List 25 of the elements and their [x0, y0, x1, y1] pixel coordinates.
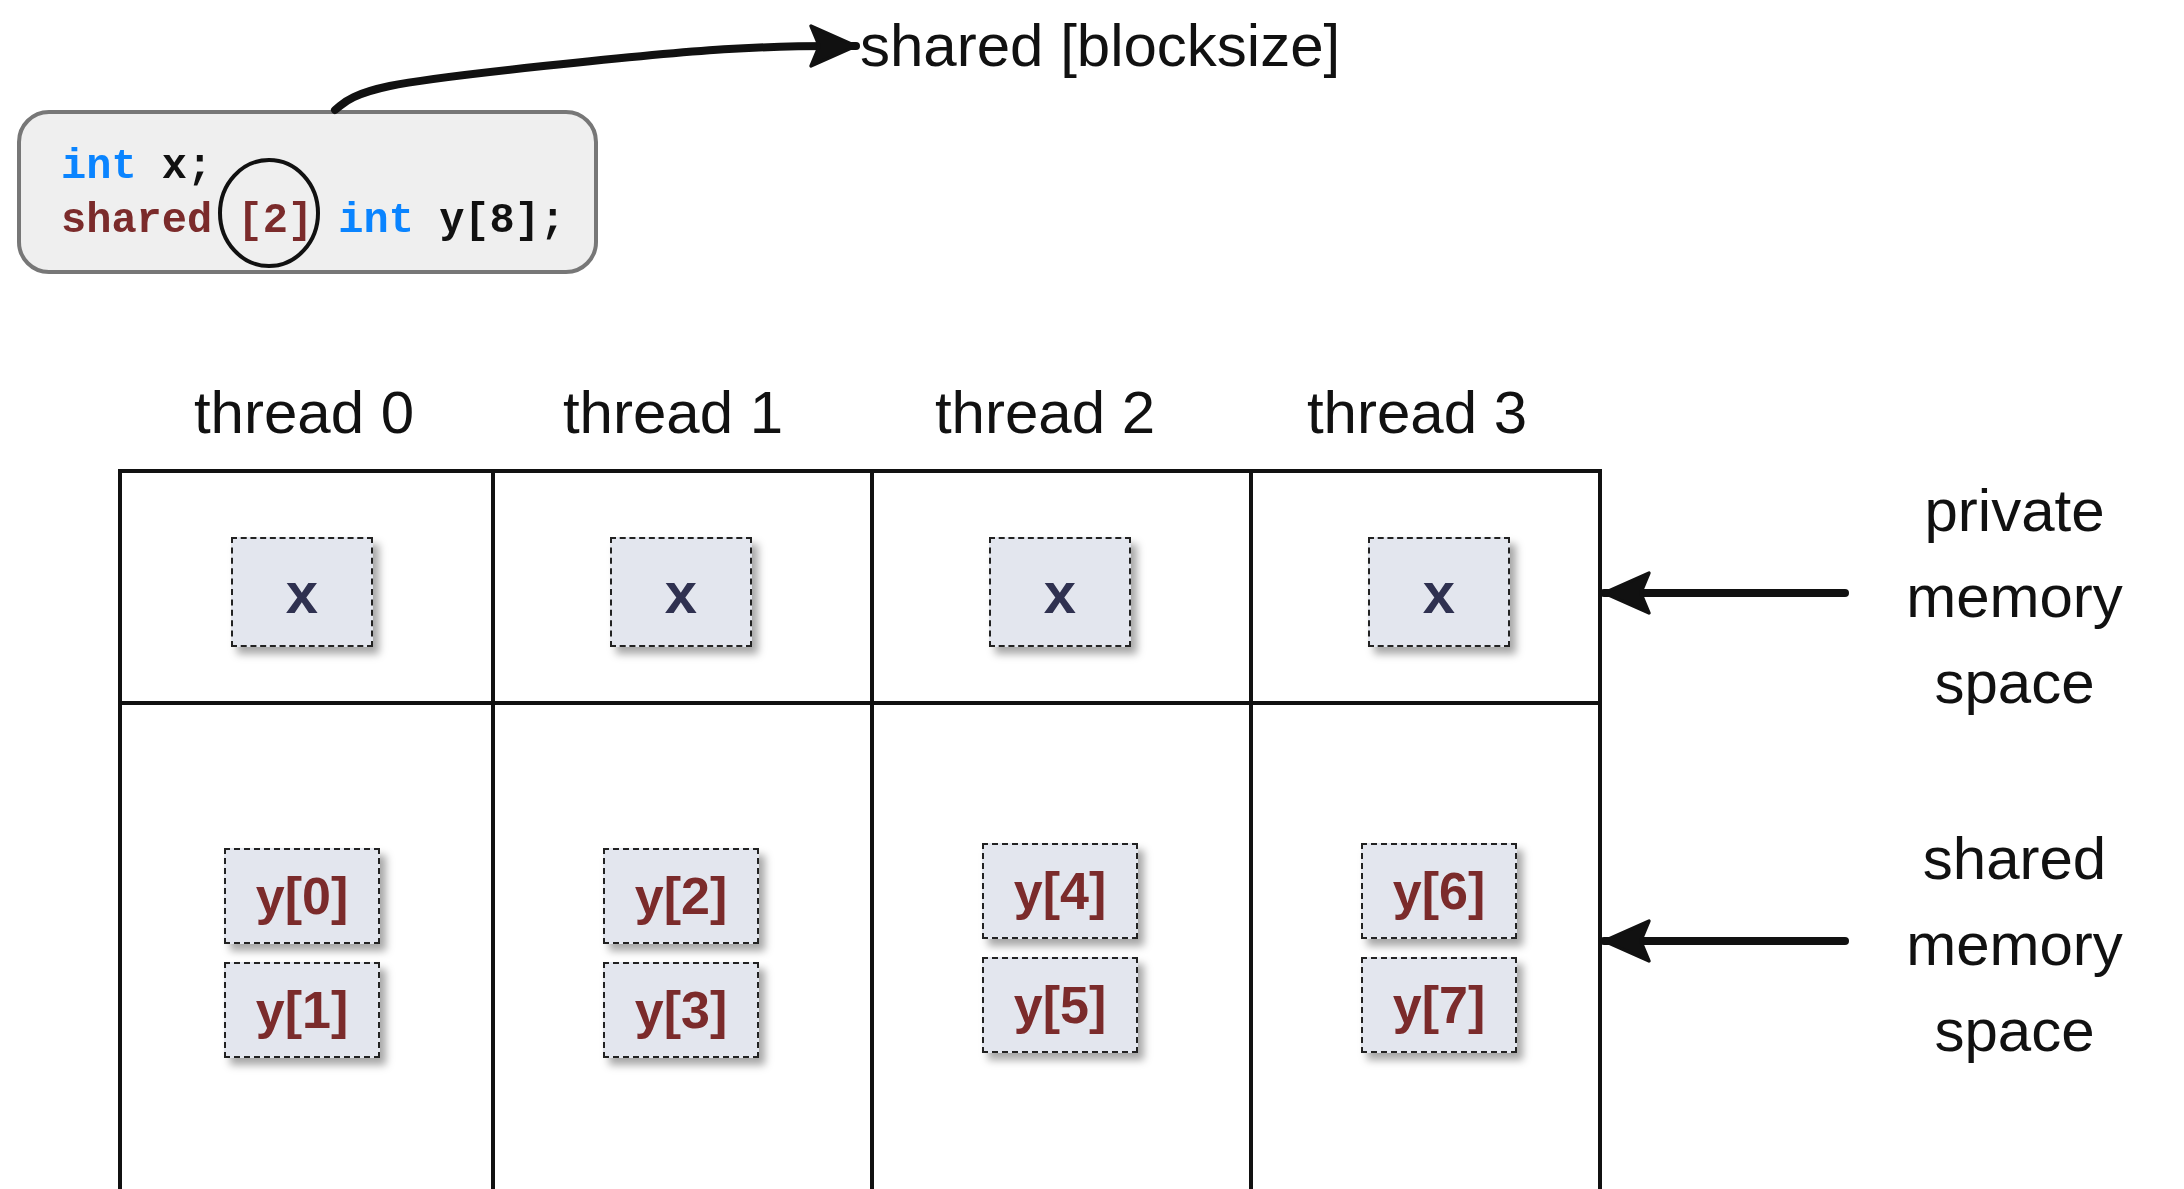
memory-cell: y[7] [1361, 957, 1517, 1053]
arrow [1600, 571, 1849, 615]
arrow [331, 24, 860, 114]
memory-cell: y[2] [603, 848, 759, 944]
memory-cell: y[3] [603, 962, 759, 1058]
code-box [17, 110, 598, 274]
code-line: int x; [61, 142, 214, 193]
arrow [1600, 919, 1849, 963]
memory-label: shared memory space [1905, 824, 2124, 1066]
column-header: thread 2 [933, 378, 1157, 448]
column-header: thread 3 [1305, 378, 1529, 448]
memory-cell: x [610, 537, 752, 647]
memory-cell: y[6] [1361, 843, 1517, 939]
column-header: thread 0 [192, 378, 416, 448]
memory-cell: y[5] [982, 957, 1138, 1053]
memory-cell: x [231, 537, 373, 647]
memory-cell: y[4] [982, 843, 1138, 939]
memory-cell: x [1368, 537, 1510, 647]
code-line: shared [2] int y[8]; [61, 196, 567, 247]
memory-label: private memory space [1905, 476, 2124, 718]
memory-cell: y[0] [224, 848, 380, 944]
column-header: thread 1 [561, 378, 785, 448]
memory-cell: y[1] [224, 962, 380, 1058]
annotation-text: shared [blocksize] [860, 11, 1341, 81]
memory-cell: x [989, 537, 1131, 647]
